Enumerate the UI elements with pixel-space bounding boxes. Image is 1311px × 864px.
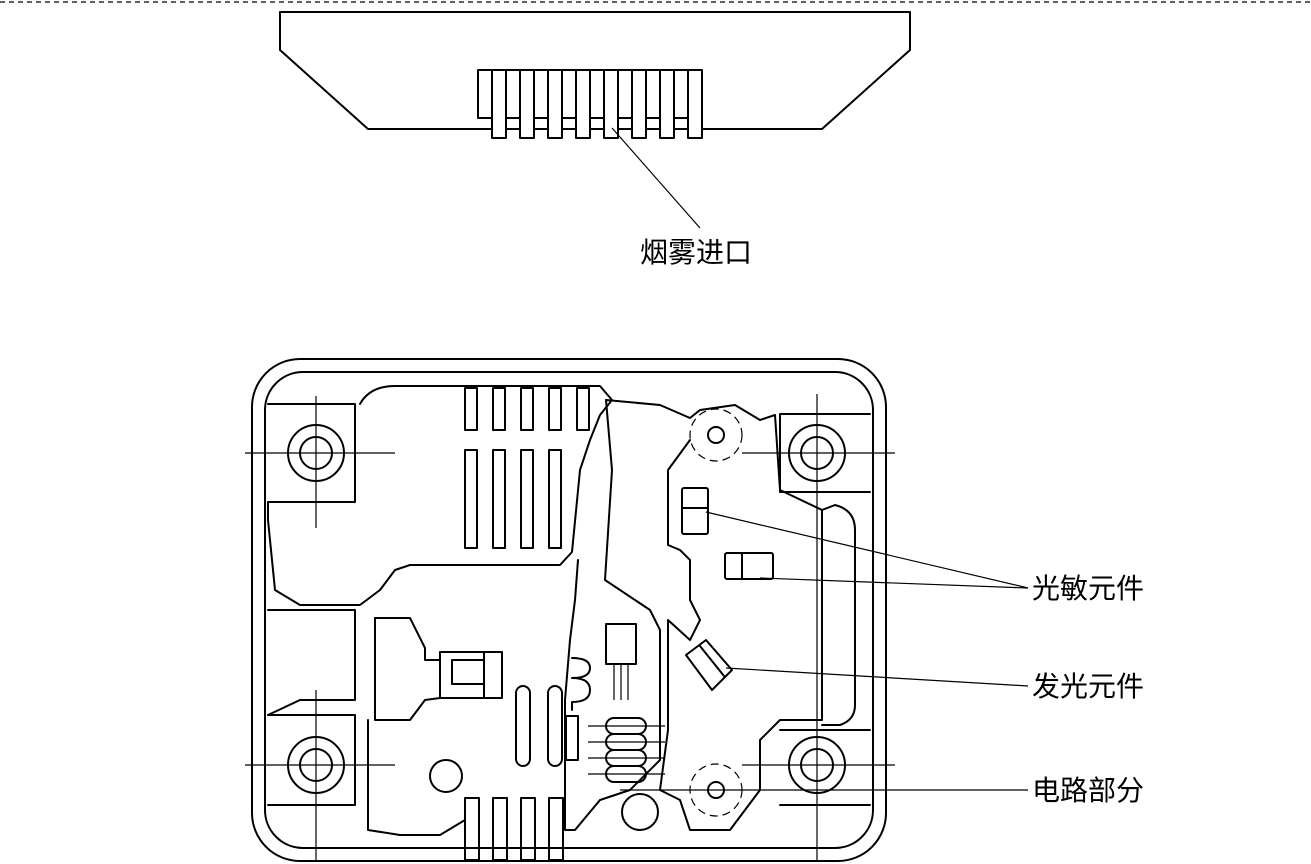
inlet-slots bbox=[477, 69, 703, 139]
coil bbox=[588, 717, 665, 783]
vent-slots-upper bbox=[464, 387, 590, 431]
sensor-block bbox=[605, 399, 823, 831]
mounting-hole-br bbox=[742, 736, 895, 794]
smoke-inlet-label: 烟雾进口 bbox=[640, 236, 752, 269]
mounting-hole-tr bbox=[742, 394, 895, 860]
cover-section bbox=[279, 11, 911, 229]
photosensitive-element-2 bbox=[724, 552, 774, 580]
vent-slots-bottom bbox=[464, 797, 564, 861]
circuit-components bbox=[367, 617, 665, 836]
photosensitive-element-1 bbox=[681, 487, 709, 535]
base-housing bbox=[251, 358, 887, 862]
light-emitter bbox=[685, 639, 733, 691]
mounting-hole-bl bbox=[245, 690, 395, 860]
vent-slots-middle bbox=[464, 449, 562, 549]
internal-plate bbox=[267, 385, 613, 606]
mounting-holes bbox=[245, 394, 895, 860]
light-emitter-label: 发光元件 bbox=[1032, 670, 1144, 703]
circuit-label: 电路部分 bbox=[1032, 774, 1144, 807]
connector bbox=[439, 651, 503, 699]
photosensitive-label: 光敏元件 bbox=[1032, 572, 1144, 605]
leader-lines bbox=[620, 511, 1029, 791]
smoke-inlet-leader bbox=[611, 127, 701, 229]
mounting-hole-tl bbox=[245, 396, 395, 528]
